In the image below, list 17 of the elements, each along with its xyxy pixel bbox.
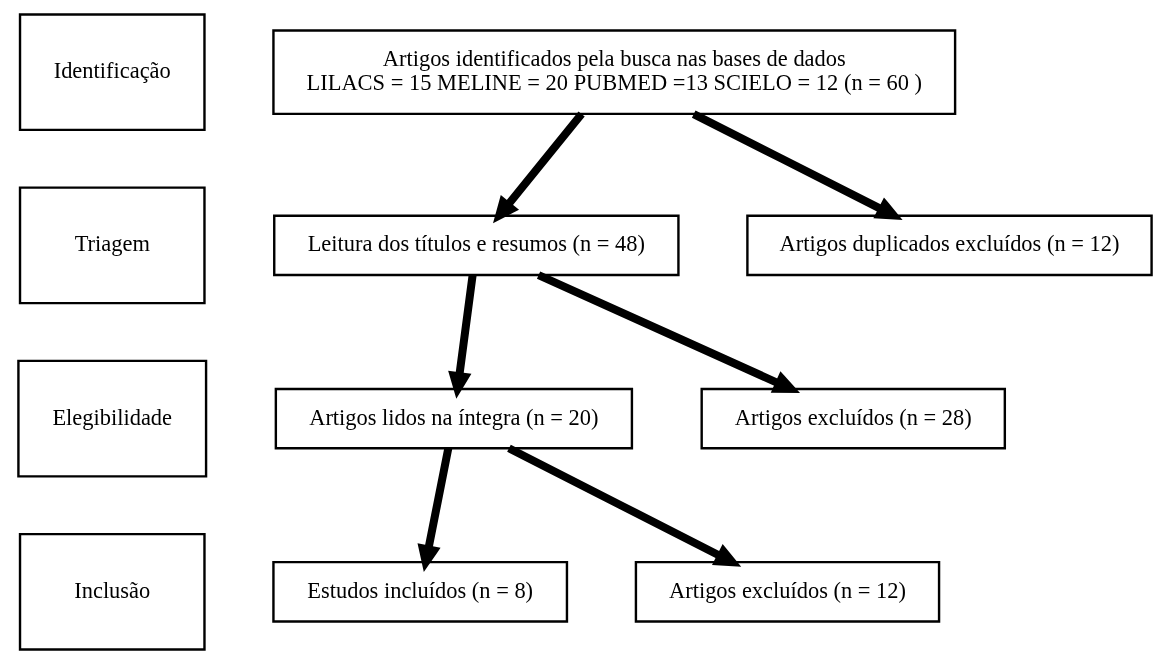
node-box: Estudos incluídos (n = 8) — [271, 560, 568, 623]
node-box: Elegibilidade — [16, 359, 207, 478]
arrow — [492, 111, 585, 224]
node-box: Artigos excluídos (n = 12) — [634, 560, 940, 623]
arrow — [417, 447, 452, 572]
arrow — [506, 444, 741, 567]
node-box: Artigos identificados pela busca nas bases de dados LILACS = 15 MELINE = 20 PUBMED =13 SCIELO = 12 (n = 60 ) — [271, 29, 956, 116]
node-box: Artigos excluídos (n = 28) — [700, 387, 1006, 450]
node-box: Artigos lidos na íntegra (n = 20) — [274, 387, 633, 450]
arrow — [691, 110, 903, 220]
node-box: Identificação — [18, 13, 206, 132]
node-box: Inclusão — [18, 532, 206, 651]
arrow — [536, 271, 800, 393]
arrow — [447, 274, 477, 399]
node-box: Artigos duplicados excluídos (n = 12) — [745, 214, 1153, 277]
node-box: Leitura dos títulos e resumos (n = 48) — [272, 214, 680, 277]
node-box: Triagem — [18, 186, 206, 305]
